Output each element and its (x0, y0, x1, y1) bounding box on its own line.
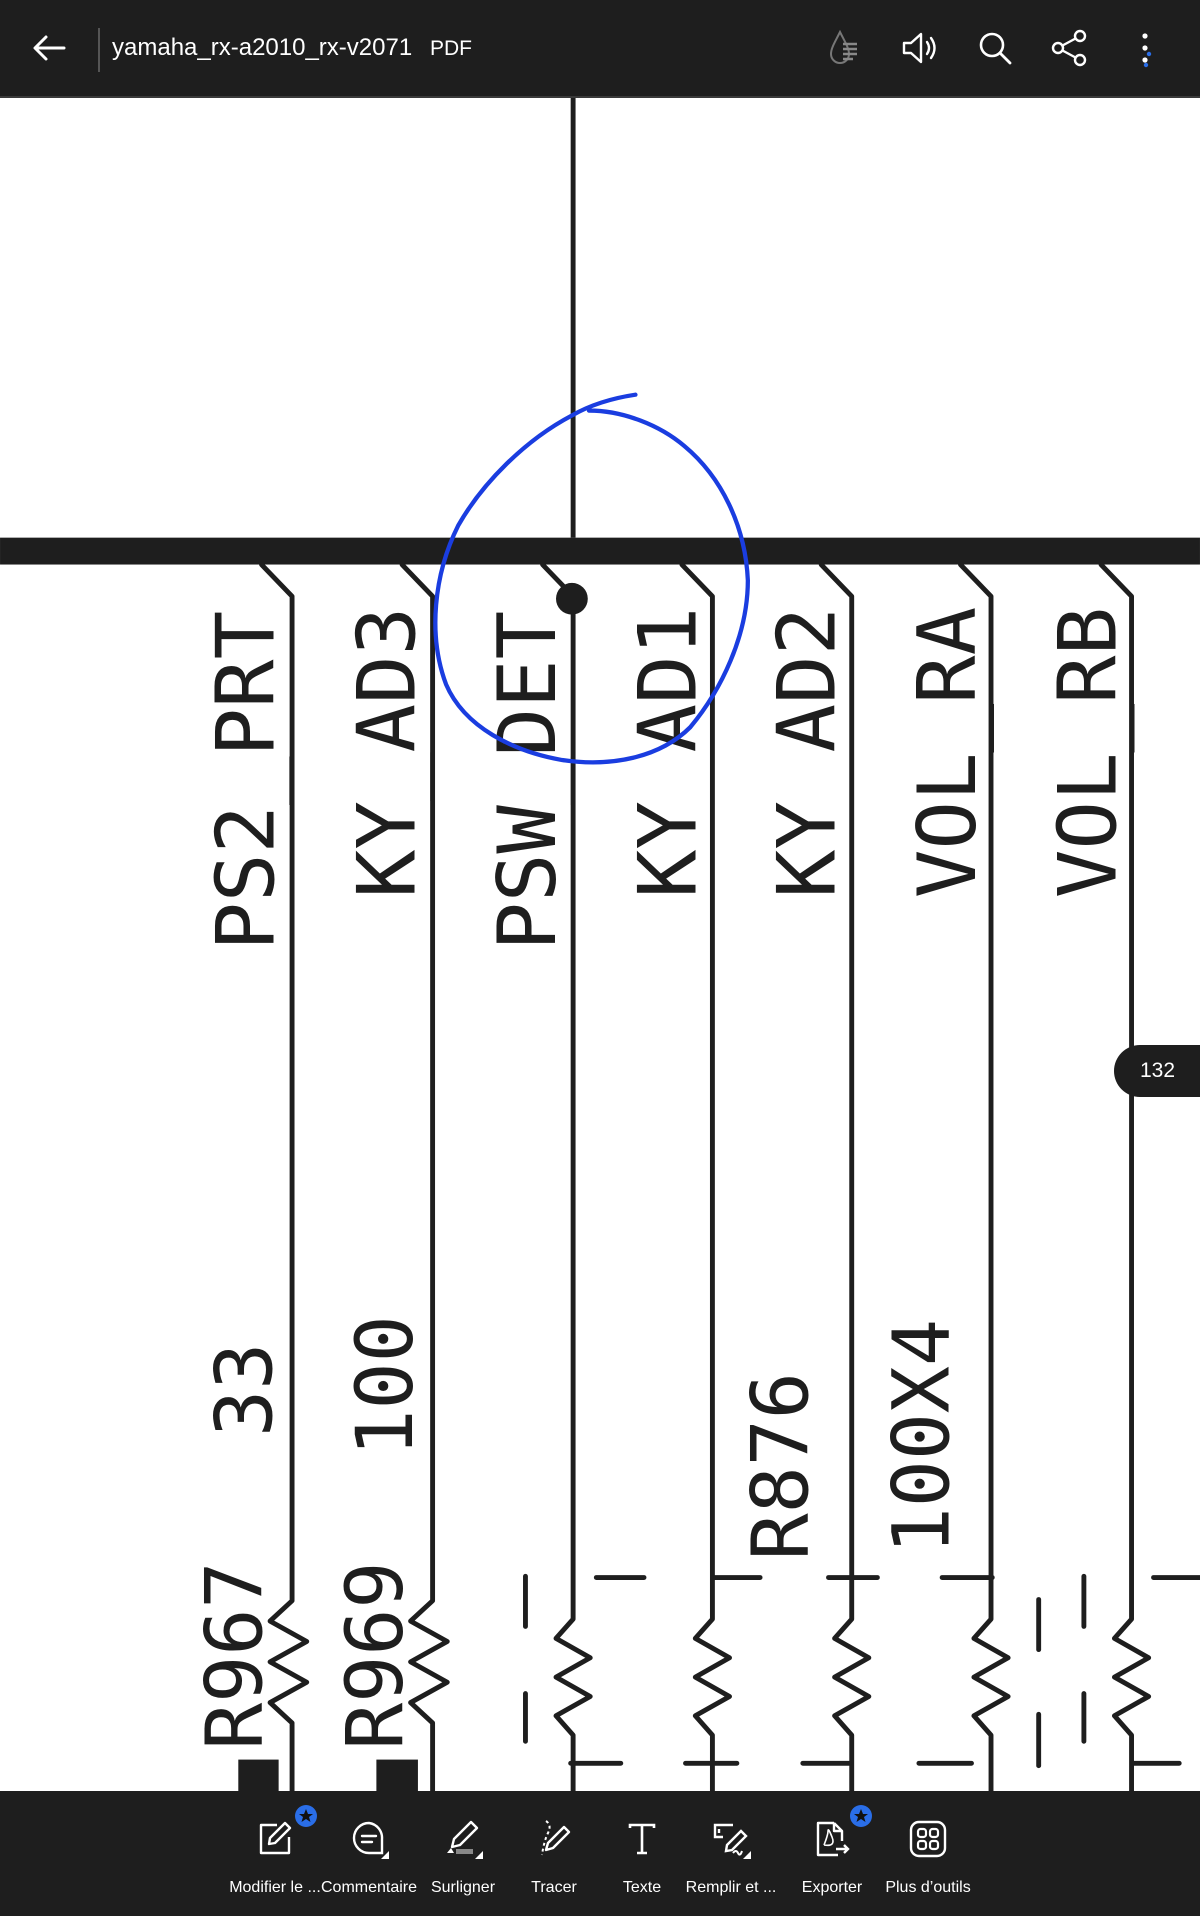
back-arrow-icon[interactable] (28, 26, 72, 70)
pad-square (376, 1759, 418, 1794)
new-feature-badge-icon (295, 1805, 317, 1827)
file-type-label: PDF (430, 37, 472, 60)
net-wire-with-resistor (399, 562, 450, 1794)
pad-square (238, 1759, 279, 1794)
document-title: yamaha_rx-a2010_rx-v2071 (112, 34, 413, 61)
tool-fill-sign[interactable]: Remplir et ... (683, 1791, 779, 1916)
export-pdf-icon (816, 1821, 850, 1857)
tool-text[interactable]: Texte (594, 1791, 690, 1916)
net-label: VOL_RB (1042, 607, 1136, 898)
more-options-icon[interactable] (1123, 26, 1167, 70)
liquid-mode-icon[interactable] (823, 26, 867, 70)
tool-export[interactable]: Exporter (784, 1791, 880, 1916)
more-tools-icon (909, 1820, 947, 1858)
tool-label: Plus d’outils (885, 1879, 971, 1896)
tool-draw[interactable]: Tracer (506, 1791, 602, 1916)
net-label: KY_AD3 (340, 607, 434, 898)
tool-label: Modifier le ... (229, 1879, 321, 1896)
net-wire-with-resistor (958, 562, 1011, 1794)
component-ref: R967 (190, 1562, 281, 1750)
net-wire-with-resistor (540, 562, 593, 1794)
net-label: PSW_DET (481, 611, 575, 951)
tool-label: Exporter (801, 1879, 863, 1896)
comment-icon (352, 1821, 389, 1859)
tool-edit-pdf[interactable]: Modifier le ... (227, 1791, 323, 1916)
new-feature-badge-icon (850, 1805, 872, 1827)
bus-line (0, 537, 1200, 565)
component-ref: R969 (330, 1562, 421, 1750)
component-value: 100 (340, 1315, 431, 1456)
bottom-toolbar: Modifier le ... Commentaire Surligner Tr… (0, 1791, 1200, 1916)
component-ref: R876 (736, 1372, 827, 1560)
component-value: 33 (199, 1343, 290, 1437)
highlight-icon (447, 1820, 483, 1859)
net-label: VOL_RA (901, 607, 995, 898)
junction-dot (556, 582, 588, 615)
page-number-badge[interactable]: 132 (1114, 1045, 1200, 1097)
tool-label: Surligner (430, 1879, 496, 1896)
draw-icon (541, 1820, 571, 1856)
search-icon[interactable] (973, 26, 1017, 70)
net-wire-with-resistor (818, 562, 872, 1794)
tool-label: Texte (622, 1879, 662, 1896)
share-icon[interactable] (1048, 26, 1092, 70)
fill-sign-icon (713, 1823, 751, 1859)
net-wire-with-resistor (259, 562, 310, 1794)
component-value: 100X4 (876, 1319, 967, 1554)
net-label: PS2_PRT (200, 611, 294, 951)
tool-label: Commentaire (320, 1879, 418, 1896)
tool-more-tools[interactable]: Plus d’outils (880, 1791, 976, 1916)
net-label: KY_AD1 (621, 607, 715, 898)
tool-label: Tracer (531, 1879, 577, 1896)
tool-label: Remplir et ... (685, 1879, 777, 1896)
read-aloud-icon[interactable] (898, 26, 942, 70)
tool-comment[interactable]: Commentaire (321, 1791, 417, 1916)
hand-drawn-circle-annotation[interactable] (433, 392, 750, 765)
net-label: KY_AD2 (761, 607, 855, 898)
net-wire-with-resistor (679, 562, 732, 1794)
top-app-bar: yamaha_rx-a2010_rx-v2071 PDF (0, 0, 1200, 98)
net-wire-with-resistor (1098, 562, 1152, 1794)
tool-highlight[interactable]: Surligner (415, 1791, 511, 1916)
edit-pdf-icon (259, 1821, 292, 1855)
text-icon (628, 1823, 656, 1855)
divider (98, 28, 100, 72)
